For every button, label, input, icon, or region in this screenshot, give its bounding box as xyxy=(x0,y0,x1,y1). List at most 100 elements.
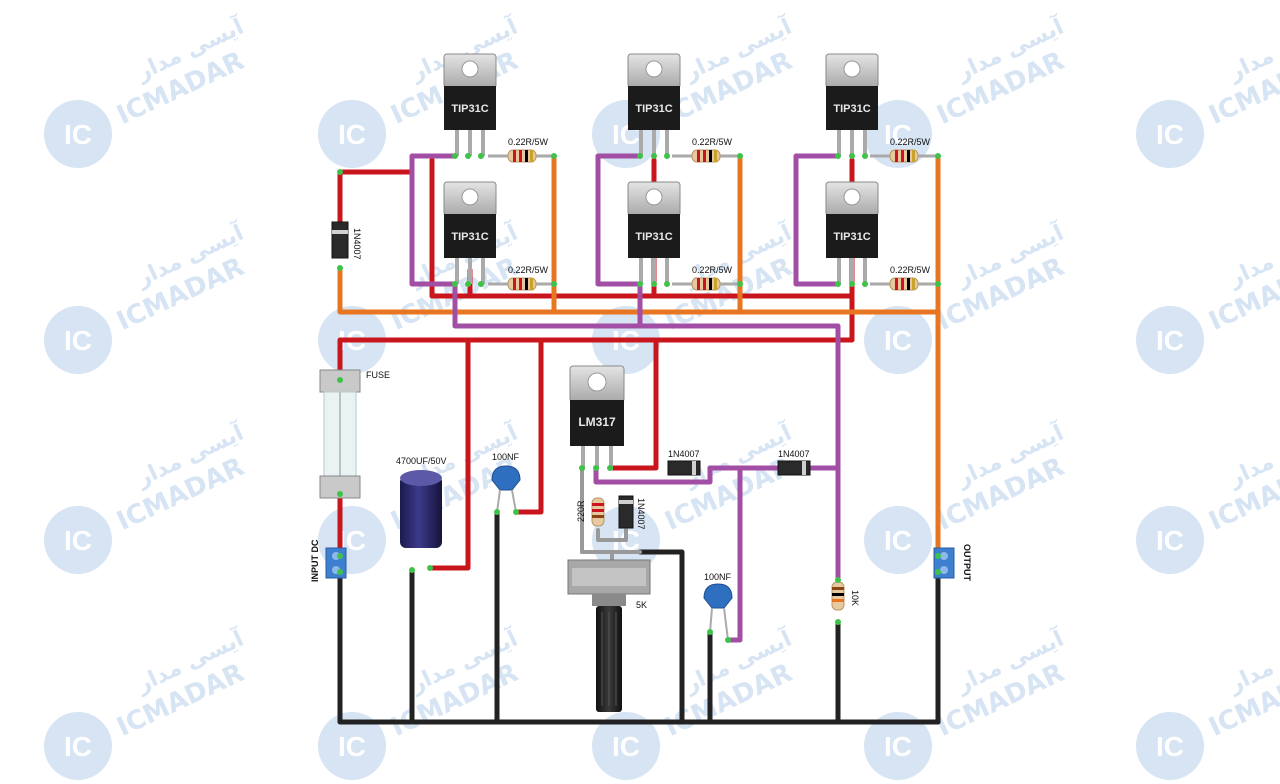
emitter-resistor-2[interactable]: 0.22R/5W xyxy=(672,137,738,163)
transistor-5[interactable]: TIP31C xyxy=(627,181,681,284)
emitter-resistor-5[interactable]: 0.22R/5W xyxy=(672,265,738,291)
watermark-badge-text: IC xyxy=(884,119,912,150)
watermark-badge-text: IC xyxy=(64,731,92,762)
resistor-220r[interactable]: 220R xyxy=(576,497,605,527)
watermark-badge-icon xyxy=(44,506,112,574)
watermark-badge-text: IC xyxy=(884,525,912,556)
watermark-badge-icon xyxy=(44,100,112,168)
positive-main-bus xyxy=(337,293,855,383)
watermark-badge-text: IC xyxy=(1156,325,1184,356)
watermark-badge-text: IC xyxy=(338,731,366,762)
transistor-array: TIP31C TIP31C TIP31C TIP31C xyxy=(443,53,879,284)
transistor-label: TIP31C xyxy=(833,231,870,243)
transistor-2[interactable]: TIP31C xyxy=(627,53,681,156)
watermark-badge-icon xyxy=(44,306,112,374)
watermark-badge-icon xyxy=(1136,506,1204,574)
transistor-label: TIP31C xyxy=(451,103,488,115)
capacitor-input[interactable]: 100NF xyxy=(491,452,521,513)
transistor-4[interactable]: TIP31C xyxy=(443,181,497,284)
base-adj-wire xyxy=(593,465,713,485)
resistor-10k[interactable]: 10K xyxy=(831,581,860,611)
protection-diode[interactable]: 1N4007 xyxy=(331,221,362,260)
resistor-10k-label: 10K xyxy=(850,590,860,606)
emitter-resistor-4[interactable]: 0.22R/5W xyxy=(488,265,554,291)
regulator-lm317[interactable]: LM317 xyxy=(569,365,625,470)
watermark-badge-text: IC xyxy=(64,325,92,356)
positive-100nf-wire xyxy=(513,337,544,515)
watermark-badge-text: IC xyxy=(1156,119,1184,150)
output-terminal-label: OUTPUT xyxy=(962,544,972,582)
watermark-badge-icon xyxy=(44,712,112,780)
emitter-resistors: 0.22R/5W 0.22R/5W 0.22R/5W 0.22R/5W 0.22… xyxy=(488,137,936,291)
watermark-badge-icon xyxy=(864,506,932,574)
capacitor-main[interactable]: 4700UF/50V xyxy=(396,456,447,548)
ground-wire-pot xyxy=(637,549,685,725)
transistor-label: TIP31C xyxy=(833,103,870,115)
watermark-badge-text: IC xyxy=(338,119,366,150)
transistor-label: TIP31C xyxy=(635,103,672,115)
diode-a[interactable]: 1N4007 xyxy=(667,449,701,476)
watermark-badge-text: IC xyxy=(64,119,92,150)
regulator-label: LM317 xyxy=(578,415,616,429)
base-wires xyxy=(409,153,841,643)
ground-wires xyxy=(337,509,941,725)
output-terminal[interactable]: OUTPUT xyxy=(933,544,972,582)
resistor-label: 0.22R/5W xyxy=(890,265,931,275)
watermark-badge-icon xyxy=(318,712,386,780)
resistor-label: 0.22R/5W xyxy=(692,265,733,275)
transistor-6[interactable]: TIP31C xyxy=(825,181,879,284)
base-main-bus xyxy=(452,281,841,583)
transistor-label: TIP31C xyxy=(635,231,672,243)
base-bus-mid xyxy=(595,153,643,287)
emitter-resistor-3[interactable]: 0.22R/5W xyxy=(870,137,936,163)
resistor-label: 0.22R/5W xyxy=(508,137,549,147)
resistor-label: 0.22R/5W xyxy=(692,137,733,147)
input-terminal-label: INPUT DC xyxy=(310,539,320,582)
capacitor-adjust[interactable]: 100NF xyxy=(703,572,733,641)
diode-b[interactable]: 1N4007 xyxy=(777,449,811,476)
connection-pads xyxy=(337,153,941,643)
watermark-badge-text: IC xyxy=(884,325,912,356)
emitter-resistor-6[interactable]: 0.22R/5W xyxy=(870,265,936,291)
diode-label: 1N4007 xyxy=(352,228,362,260)
positive-lm317-out xyxy=(607,337,659,471)
adj-wire-diode xyxy=(596,528,628,542)
fuse-label: FUSE xyxy=(366,370,390,380)
diode-label: 1N4007 xyxy=(668,449,700,459)
emitter-resistor-1[interactable]: 0.22R/5W xyxy=(488,137,554,163)
capacitor-main-label: 4700UF/50V xyxy=(396,456,447,466)
base-bus-right xyxy=(793,153,841,287)
diode-label: 1N4007 xyxy=(778,449,810,459)
positive-cap-wire xyxy=(427,337,471,571)
watermark-badge-icon xyxy=(318,100,386,168)
transistor-1[interactable]: TIP31C xyxy=(443,53,497,156)
transistor-label: TIP31C xyxy=(451,231,488,243)
watermark-badge-text: IC xyxy=(64,525,92,556)
watermark-badge-text: IC xyxy=(612,731,640,762)
watermark-badge-icon xyxy=(1136,712,1204,780)
transistor-3[interactable]: TIP31C xyxy=(825,53,879,156)
potentiometer[interactable]: 5K xyxy=(567,559,651,712)
diode-label: 1N4007 xyxy=(636,498,646,530)
base-bus-left xyxy=(409,153,458,287)
ground-rail xyxy=(337,569,941,725)
resistor-220-label: 220R xyxy=(576,500,586,522)
watermark-badge-text: IC xyxy=(884,731,912,762)
base-adj-cap-wire xyxy=(725,465,743,643)
fuse[interactable]: FUSE xyxy=(319,369,390,499)
watermark-badge-icon xyxy=(864,306,932,374)
positive-diode-wire xyxy=(337,169,415,253)
diode-vertical[interactable]: 1N4007 xyxy=(618,495,646,530)
potentiometer-label: 5K xyxy=(636,600,647,610)
capacitor-adjust-label: 100NF xyxy=(704,572,732,582)
watermark-badge-text: IC xyxy=(1156,525,1184,556)
resistor-label: 0.22R/5W xyxy=(508,265,549,275)
watermark-badge-text: IC xyxy=(1156,731,1184,762)
output-wires xyxy=(337,153,941,559)
watermark-badge-icon xyxy=(1136,100,1204,168)
watermark-badge-icon xyxy=(592,712,660,780)
watermark-badge-icon xyxy=(864,712,932,780)
capacitor-input-label: 100NF xyxy=(492,452,520,462)
resistor-label: 0.22R/5W xyxy=(890,137,931,147)
